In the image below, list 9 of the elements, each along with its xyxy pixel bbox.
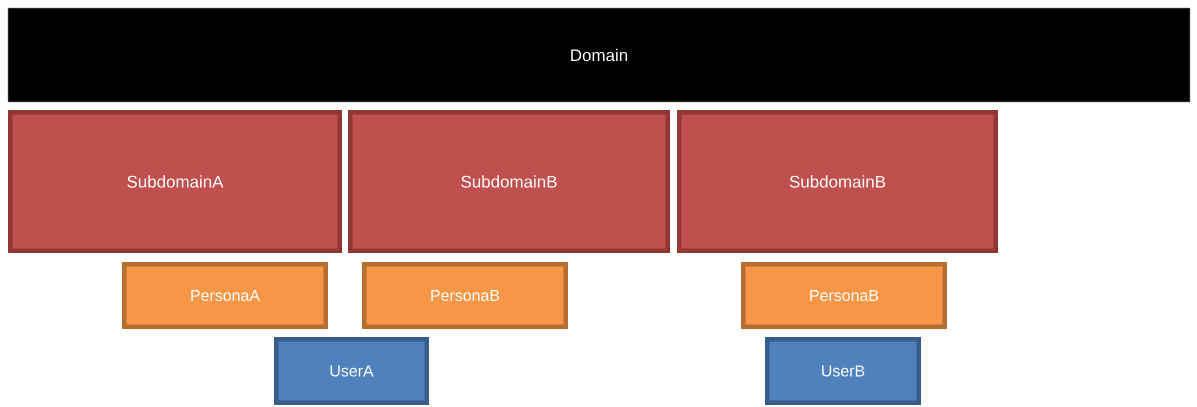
- persona-box: PersonaB: [362, 262, 568, 329]
- domain-bar: Domain: [8, 8, 1190, 102]
- subdomain-box: SubdomainB: [348, 110, 670, 253]
- persona-box: PersonaB: [741, 262, 947, 329]
- user-box: UserB: [765, 337, 921, 405]
- persona-box: PersonaA: [122, 262, 328, 329]
- subdomain-box: SubdomainB: [677, 110, 998, 253]
- user-box: UserA: [274, 337, 429, 405]
- subdomain-box: SubdomainA: [8, 110, 342, 253]
